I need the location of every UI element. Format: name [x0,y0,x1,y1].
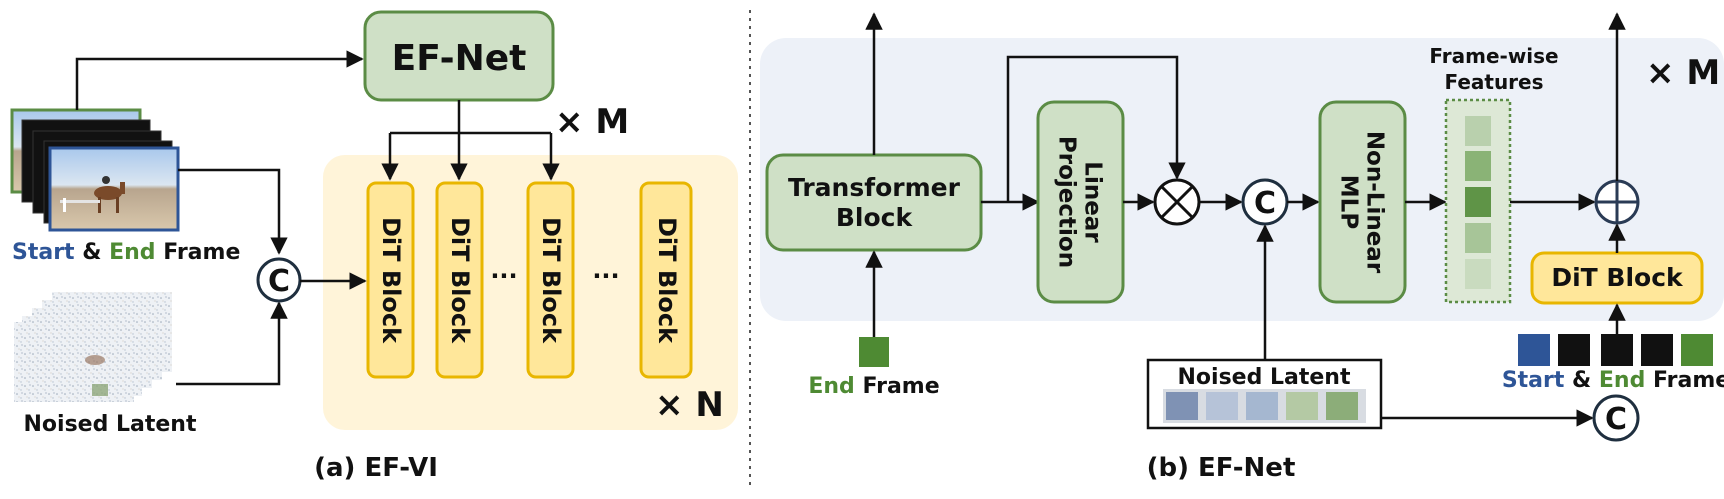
dit-block: DiT Block [526,181,575,379]
noise-frame [14,322,134,402]
dit-block-label: DiT Block [537,217,565,344]
end-frame-square [1681,334,1713,366]
amp-word: & [75,240,110,265]
ellipsis-a1: ··· [490,262,517,290]
feature-cell [1465,223,1491,253]
start-word: Start [12,240,75,265]
feature-cell [1465,151,1491,181]
concat-circle-c [1592,394,1640,442]
latent-tile [1206,392,1238,420]
amp-word: & [1564,368,1599,393]
multiply-circle [1153,178,1201,226]
panel-b: Transformer Block End Frame Linear Proje… [760,12,1724,483]
horse-rider-image [60,176,125,213]
start-frame-square [1518,334,1550,366]
caption-b: (b) EF-Net [1147,453,1296,483]
concat-symbol-a: C [268,264,290,299]
feature-cell [1465,187,1491,217]
mlp-label-1: Non-Linear [1362,131,1388,274]
feature-cell [1465,116,1491,146]
end-frame-square [859,337,889,367]
end-word: End [1599,368,1645,393]
times-m-b: × M [1646,53,1720,93]
frame-caption-a: Start & End Frame [12,240,240,265]
dit-block-label: DiT Block [377,217,405,344]
noised-latent-label-a: Noised Latent [24,412,197,437]
latent-tile [1166,392,1198,420]
ellipsis-a2: ··· [592,262,619,290]
dit-block: DiT Block [639,181,693,379]
mlp-label-2: MLP [1336,175,1362,229]
dit-block-label: DiT Block [653,217,681,344]
end-word: End [109,240,155,265]
frame-caption-b: Start & End Frame [1502,368,1724,393]
linear-projection-label-2: Projection [1054,136,1080,268]
noise-to-concat-arrow [176,301,288,386]
frame-word: Frame [855,374,940,399]
noised-latent-stack [14,292,172,402]
noised-latent-label-b: Noised Latent [1178,365,1351,390]
frame-word: Frame [156,240,241,265]
times-m-a: × M [555,102,629,142]
frame-stack [10,108,180,232]
middle-frame-square [1558,334,1590,366]
panel-a: EF-Net [10,10,738,483]
end-word: End [808,374,854,399]
dit-block-label: DiT Block [446,217,474,344]
framewise-label-1: Frame-wise [1429,44,1558,68]
frame-word: Frame [1645,368,1724,393]
frames-to-efnet-arrow [75,50,364,110]
skip-to-multiply-arrow [1006,55,1186,202]
end-frame-caption-b: End Frame [808,374,939,399]
middle-frame-square [1601,334,1633,366]
start-word: Start [1502,368,1565,393]
transformer-label-1: Transformer [788,173,961,202]
framewise-label-2: Features [1444,70,1543,94]
linear-projection-label-1: Linear [1080,161,1106,243]
caption-a: (a) EF-VI [314,453,438,483]
times-n-a: × N [655,385,724,425]
dit-block: DiT Block [366,181,415,379]
frames-to-concat-arrow [178,168,288,255]
concat-symbol-b: C [1254,186,1276,221]
latent-tile [1286,392,1318,420]
middle-frame-square [1641,334,1673,366]
latent-tile [1326,392,1358,420]
dit-block: DiT Block [435,181,484,379]
efnet-label: EF-Net [392,38,527,79]
transformer-label-2: Block [836,203,914,232]
concat-symbol-c: C [1605,402,1627,437]
frame-sequence [1518,334,1713,366]
latent-tile [1246,392,1278,420]
add-circle [1594,179,1640,225]
feature-cell [1465,259,1491,289]
dit-block-b-label: DiT Block [1551,263,1684,292]
